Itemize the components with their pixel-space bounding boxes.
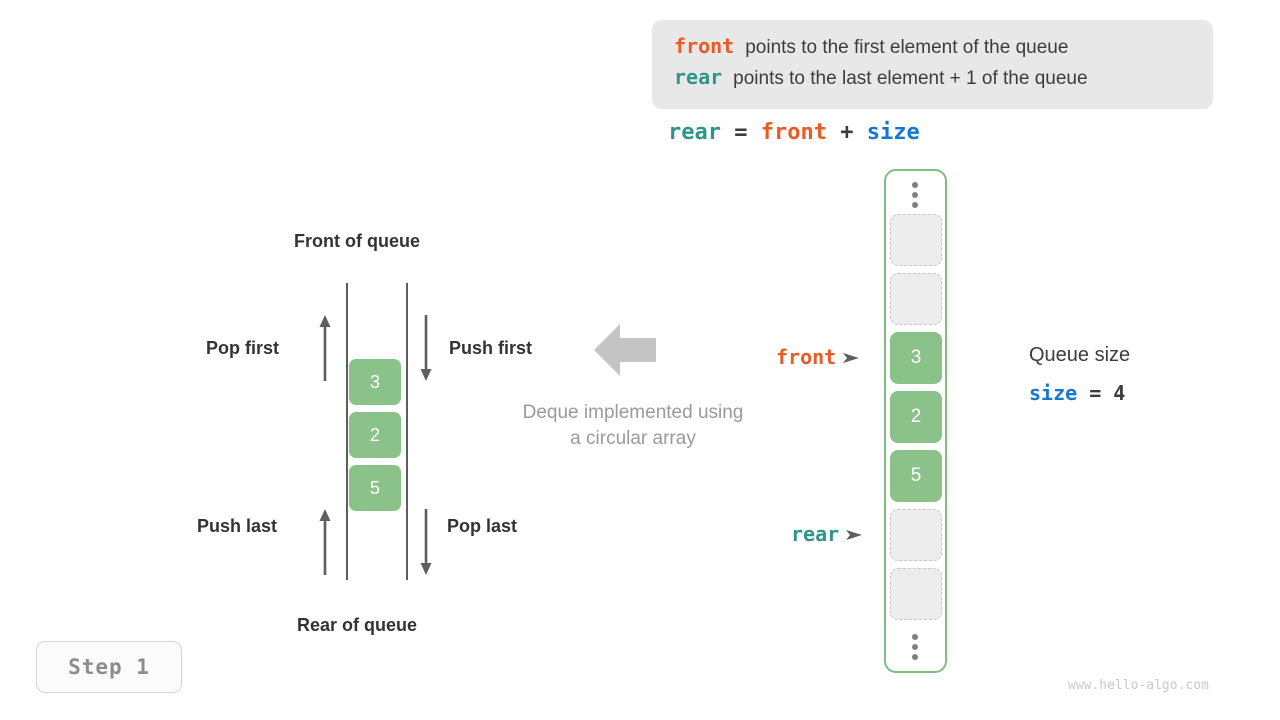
- formula-rear: rear: [668, 120, 721, 145]
- queue-size-label: Queue size: [1029, 344, 1131, 366]
- size-value: 4: [1113, 381, 1126, 405]
- push-last-arrow-icon: [318, 509, 332, 580]
- tube-cell: 2: [349, 412, 401, 458]
- rear-pointer-text: rear: [791, 522, 840, 546]
- array-cell: 5: [890, 450, 942, 502]
- front-pointer-text: front: [776, 345, 837, 369]
- rear-pointer-label: rear: [791, 522, 863, 546]
- legend-description-front: points to the first element of the queue: [745, 37, 1069, 58]
- legend-box: front points to the first element of the…: [652, 20, 1213, 109]
- array-cell: [890, 273, 942, 325]
- tube-cell-value: 3: [369, 371, 380, 392]
- array-cell: [890, 568, 942, 620]
- array-cell-value: 5: [910, 465, 922, 486]
- size-keyword: size: [1029, 381, 1078, 405]
- formula-size: size: [866, 120, 920, 145]
- top-ellipsis-icon: [911, 182, 919, 208]
- pop-last-label: Pop last: [447, 516, 518, 536]
- front-of-queue-label: Front of queue: [294, 231, 420, 251]
- tube-left-wall: [346, 283, 348, 580]
- pop-last-arrow-icon: [419, 509, 433, 580]
- tube-cell: 3: [349, 359, 401, 405]
- caption-line-2: a circular array: [570, 428, 696, 449]
- formula-rear-equals-front-plus-size: rear = front + size: [668, 120, 920, 145]
- legend-line-front: front points to the first element of the…: [674, 34, 1191, 65]
- rear-pointer-arrow-icon: [846, 522, 863, 546]
- legend-description-rear: points to the last element + 1 of the qu…: [733, 68, 1088, 89]
- formula-front: front: [760, 120, 827, 145]
- legend-keyword-rear: rear: [674, 65, 723, 89]
- diagram-caption: Deque implemented using a circular array: [492, 400, 774, 452]
- push-last-label: Push last: [197, 516, 278, 536]
- array-cell: 3: [890, 332, 942, 384]
- array-cell: [890, 509, 942, 561]
- rear-of-queue-label: Rear of queue: [297, 615, 418, 635]
- tube-right-wall: [406, 283, 408, 580]
- step-badge: Step 1: [36, 641, 182, 693]
- front-pointer-arrow-icon: [843, 345, 860, 369]
- array-cell-value: 2: [910, 406, 922, 427]
- tube-cell-value: 2: [369, 424, 380, 445]
- formula-plus: +: [826, 120, 867, 145]
- push-first-arrow-icon: [419, 315, 433, 386]
- pop-first-label: Pop first: [206, 338, 280, 358]
- tube-cell-value: 5: [369, 477, 380, 498]
- array-cell: 2: [890, 391, 942, 443]
- tube-cell: 5: [349, 465, 401, 511]
- array-cell: [890, 214, 942, 266]
- size-equals: =: [1077, 381, 1114, 405]
- push-first-label: Push first: [449, 338, 533, 358]
- legend-keyword-front: front: [674, 34, 735, 58]
- watermark: www.hello-algo.com: [1068, 678, 1209, 693]
- array-cell-value: 3: [910, 347, 922, 368]
- step-badge-label: Step 1: [68, 655, 150, 679]
- queue-size-expression: size = 4: [1029, 381, 1125, 405]
- legend-line-rear: rear points to the last element + 1 of t…: [674, 65, 1191, 96]
- circular-array-container: [884, 169, 947, 673]
- pop-first-arrow-icon: [318, 315, 332, 386]
- bottom-ellipsis-icon: [911, 634, 919, 660]
- equivalence-arrow-icon: [594, 322, 656, 383]
- caption-line-1: Deque implemented using: [522, 402, 744, 423]
- front-pointer-label: front: [776, 345, 860, 369]
- formula-equals: =: [720, 120, 761, 145]
